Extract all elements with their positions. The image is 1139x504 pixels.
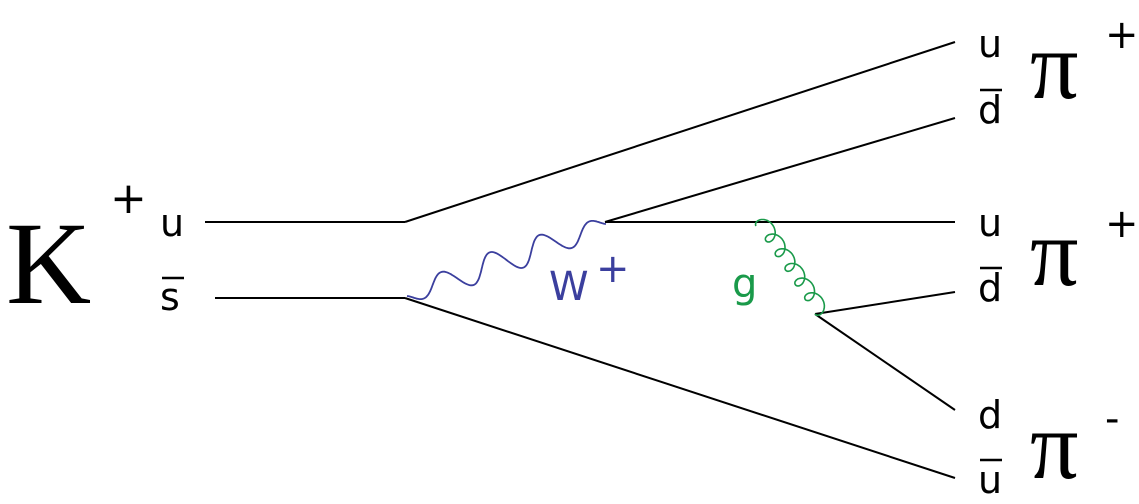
u-antiquark-outgoing-line (404, 297, 956, 479)
pion2-label: π (1030, 199, 1078, 306)
pion3-d-quark-label: d (978, 393, 1002, 437)
pion2-charge: + (1105, 201, 1139, 247)
gluon-line (754, 218, 826, 317)
pion1-u-quark-label: u (978, 22, 1002, 66)
pion3-label: π (1030, 392, 1078, 499)
pion3-charge: - (1105, 396, 1119, 442)
u-quark-outgoing-line (404, 41, 956, 223)
u-quark-label: u (160, 201, 184, 245)
kaon-charge: + (110, 173, 147, 224)
pion2-d-antiquark-label: d (978, 266, 1002, 310)
kaon-label: K (6, 198, 91, 329)
w-boson-label: W (549, 264, 589, 310)
d-quark-pair-line (814, 313, 956, 411)
pion1-d-antiquark-label: d (978, 88, 1002, 132)
d-antiquark-line (604, 117, 956, 223)
pion2-u-quark-label: u (978, 201, 1002, 245)
d-antiquark-pair-line (814, 291, 956, 315)
w-boson-line (406, 220, 607, 300)
w-boson-charge: + (596, 246, 630, 292)
pion1-charge: + (1105, 12, 1139, 58)
pion3-u-antiquark-label: u (978, 458, 1002, 502)
s-antiquark-label: s (160, 275, 180, 319)
pion1-label: π (1030, 12, 1078, 119)
gluon-label: g (732, 261, 757, 307)
